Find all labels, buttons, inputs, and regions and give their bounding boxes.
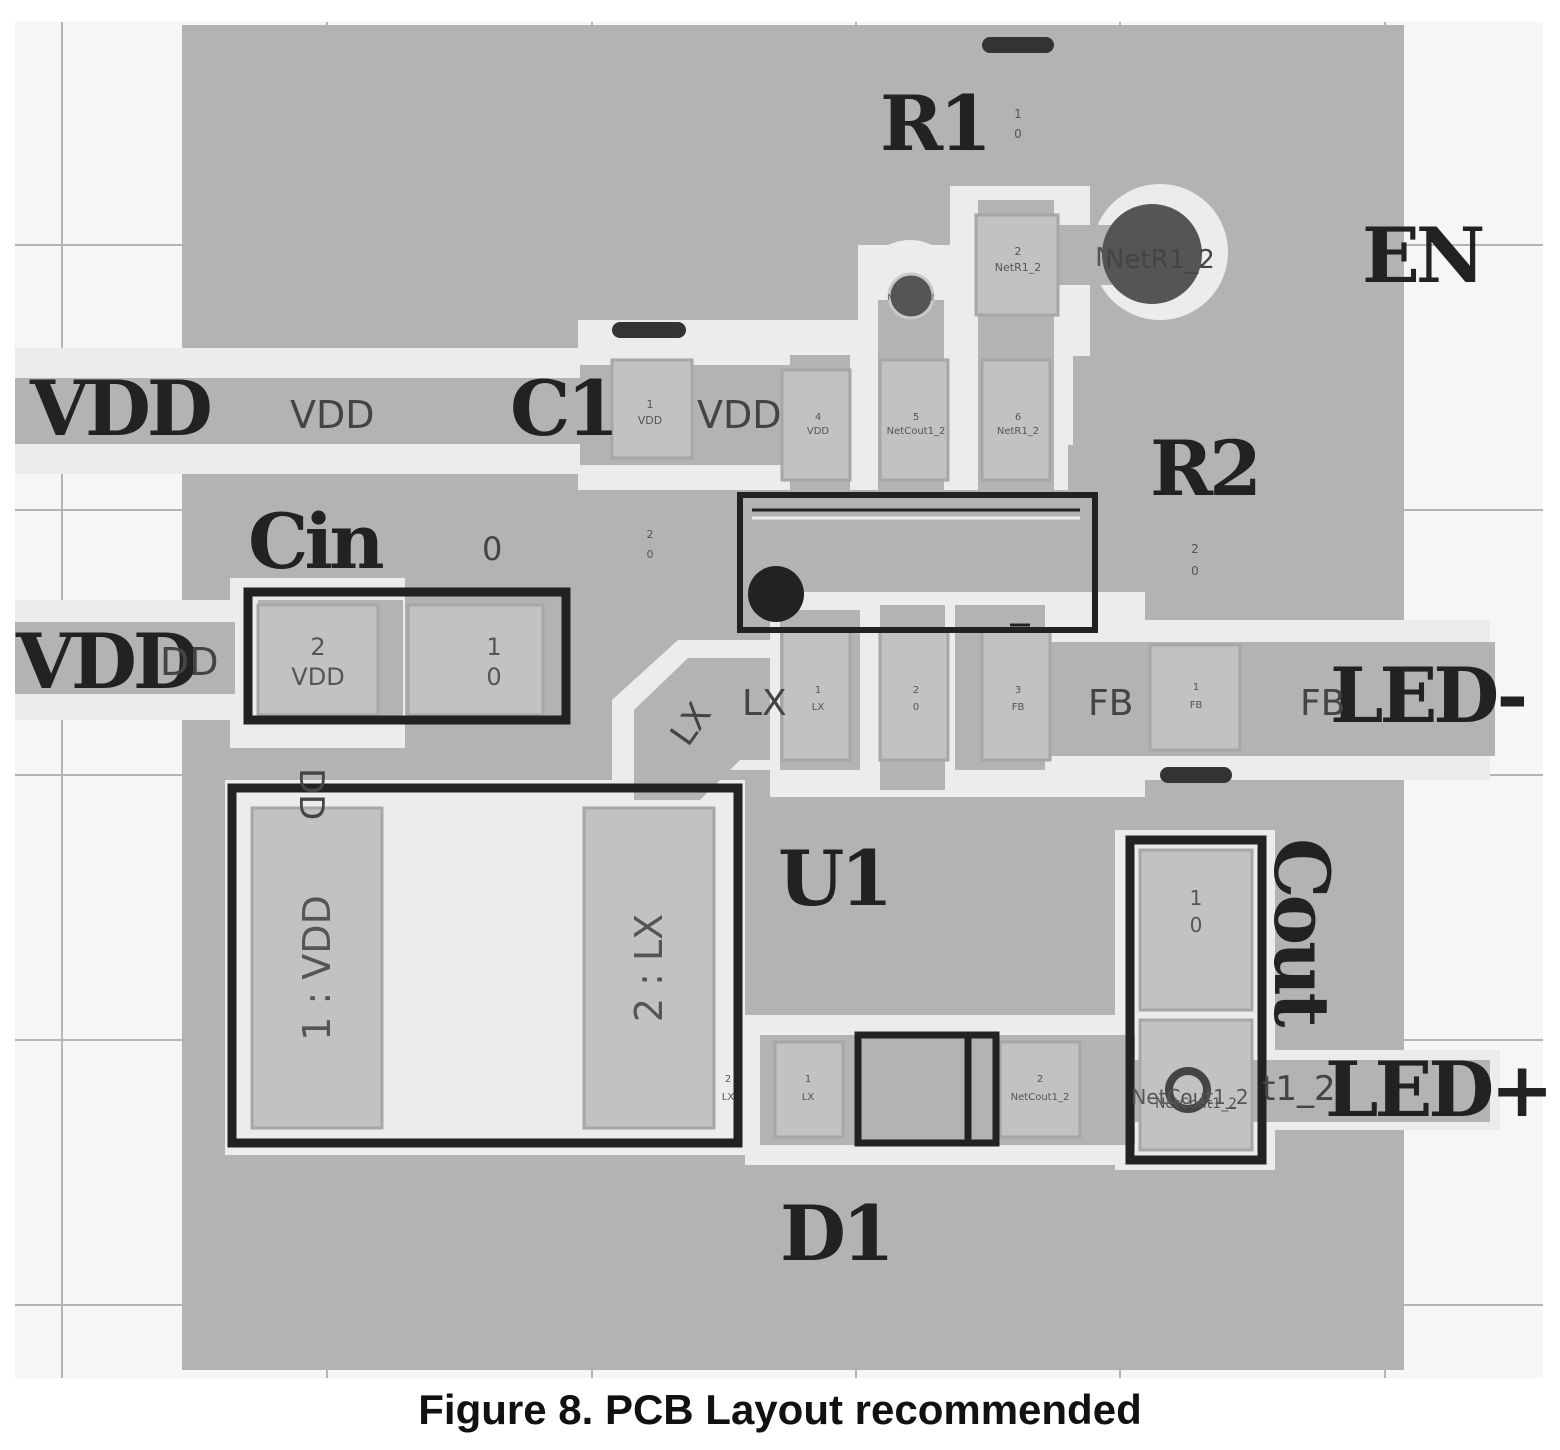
via-netr1-2 (1102, 204, 1202, 304)
u1-pin1-marker (748, 566, 804, 622)
figure-caption: Figure 8. PCB Layout recommended (418, 1386, 1142, 1433)
u1-pad-6-net: NetR1_2 (997, 426, 1039, 437)
inductor-pad-1-label: 1 : VDD (295, 895, 339, 1041)
pcb-layout: NetR1_2 NetCout1_2 NetCout1_2 VDD VDD R1… (15, 22, 1554, 1378)
cout-pad-2 (1138, 1018, 1254, 1152)
led-plus-designator: LED+ (1325, 1045, 1550, 1134)
u1-body-details (752, 508, 1080, 627)
vdd-left-designator: VDD (15, 617, 196, 706)
vdd-trace-left (15, 622, 235, 694)
d1-designator: D1 (780, 1189, 891, 1278)
cin-pad-1 (406, 603, 545, 717)
r1-pad-1-number: 1 (1014, 107, 1022, 121)
u1-pad-6-number: 6 (1015, 412, 1021, 423)
cout-designator: Cout (1257, 838, 1346, 1027)
net-label-netcout1-2: t1_2 (1262, 1069, 1336, 1109)
vdd-top-designator: VDD (29, 364, 210, 453)
c1-pad-1 (610, 358, 694, 460)
net-label-vdd-1: VDD (290, 393, 375, 437)
r2-pad-2-number: 2 (1191, 542, 1199, 556)
cin-pad-1-number: 1 (486, 633, 501, 661)
inductor-pad-2-label: 2 : LX (627, 914, 671, 1022)
silkscreen-marks (612, 37, 1232, 783)
en-designator: EN (1362, 211, 1483, 300)
u1-pad-5-number: 5 (913, 412, 919, 423)
inductor-outline (227, 783, 743, 1148)
r1-designator: R1 (880, 79, 988, 168)
u1-pad-4 (780, 368, 852, 482)
inductor-pad-2 (582, 806, 716, 1130)
net-label-vdd-vertical: DD (291, 768, 331, 820)
via-netcout-small-label: NetCout1_2 (888, 293, 935, 302)
u1-pad-4-net: VDD (807, 426, 830, 437)
u1-pad-3-net: FB (1012, 702, 1025, 713)
u1-pad-5-net: NetCout1_2 (887, 426, 946, 437)
c1-pad-2-net: 0 (647, 548, 654, 561)
r2-designator: R2 (1150, 424, 1258, 513)
u1-body-outline (737, 492, 1098, 633)
cin-pad-1-net: 0 (486, 663, 501, 691)
r1-pad-2-number: 2 (1015, 245, 1022, 258)
u1-designator: U1 (778, 834, 889, 923)
d1-pad-cathode (998, 1040, 1082, 1139)
net-label-fb-right: FB (1300, 683, 1345, 724)
cin-pad-2 (256, 603, 380, 717)
pads (250, 213, 1254, 1152)
d1-edge-number: 2 (725, 1074, 731, 1085)
r2-pad-2-net: 0 (1191, 564, 1199, 578)
u1-pad-1 (780, 628, 852, 762)
net-label-vdd-2: VDD (697, 393, 782, 437)
inductor-pad-1 (250, 806, 384, 1130)
d1-pad-anode-net: LX (802, 1092, 815, 1103)
r2-pad-1-number: 1 (1193, 682, 1199, 693)
cout-outline (1125, 835, 1267, 1165)
r1-pad-2-net: NetR1_2 (995, 261, 1041, 274)
u1-pad-2 (878, 628, 950, 762)
net-label-ground-zero: 0 (482, 530, 502, 568)
u1-pad-1-net: LX (812, 702, 825, 713)
cout-pad-1 (1138, 848, 1254, 1012)
net-label-lx: LX (742, 683, 787, 724)
d1-pad-cathode-number: 2 (1037, 1074, 1043, 1085)
cin-designator: Cin (248, 497, 383, 586)
vias (887, 204, 1211, 1113)
c1-pad-2-number: 2 (647, 528, 654, 541)
via-netcout-cout (1165, 1067, 1211, 1113)
u1-pad-3-number: 3 (1015, 685, 1021, 696)
d1-pad-anode-number: 1 (805, 1074, 811, 1085)
u1-pad-2-net: 0 (913, 702, 919, 713)
u1-pad-4-number: 4 (815, 412, 821, 423)
c1-designator: C1 (510, 364, 615, 453)
u1-pad-6 (980, 358, 1052, 482)
c1-pad-1-number: 1 (647, 398, 654, 411)
via-netcout-small (887, 272, 935, 320)
u1-pad-1-number: 1 (815, 685, 821, 696)
cout-pad-1-number: 1 (1190, 886, 1203, 910)
component-outlines (227, 492, 1267, 1165)
net-label-netr1-2: NetR1_2 (1105, 245, 1215, 275)
r1-pad-1-net: 0 (1014, 127, 1022, 141)
vdd-trace-top (15, 378, 590, 444)
d1-outline (854, 1031, 1000, 1147)
d1-edge-net: LX (722, 1092, 735, 1103)
cout-pad-2-net: NetCout1_2 (1155, 1096, 1237, 1112)
d1-pad-anode (773, 1040, 845, 1139)
net-label-fb: FB (1088, 683, 1133, 724)
u1-pad-2-number: 2 (913, 685, 919, 696)
u1-pad-5 (878, 358, 950, 482)
cin-pad-2-number: 2 (310, 633, 325, 661)
r2-pad-1 (1148, 643, 1242, 752)
led-minus-designator: LED- (1330, 651, 1525, 740)
via-netcout-cout-label: NetCout1_2 (1131, 1085, 1248, 1109)
d1-pad-cathode-net: NetCout1_2 (1011, 1092, 1070, 1103)
r1-pad-2 (974, 213, 1060, 317)
cin-outline (243, 587, 571, 725)
r2-pad-1-net: FB (1190, 700, 1203, 711)
via-netr1-2-label: NetR1_2 (1095, 243, 1205, 273)
cout-pad-1-net: 0 (1190, 913, 1203, 937)
net-label-vdd-left: DD (160, 640, 219, 684)
pad-labels: 2 VDD 1 0 1 : VDD 2 : LX 1 VDD 4 VDD 5 N… (291, 107, 1237, 1112)
c1-pad-1-net: VDD (638, 414, 662, 427)
cin-pad-2-net: VDD (291, 663, 344, 691)
